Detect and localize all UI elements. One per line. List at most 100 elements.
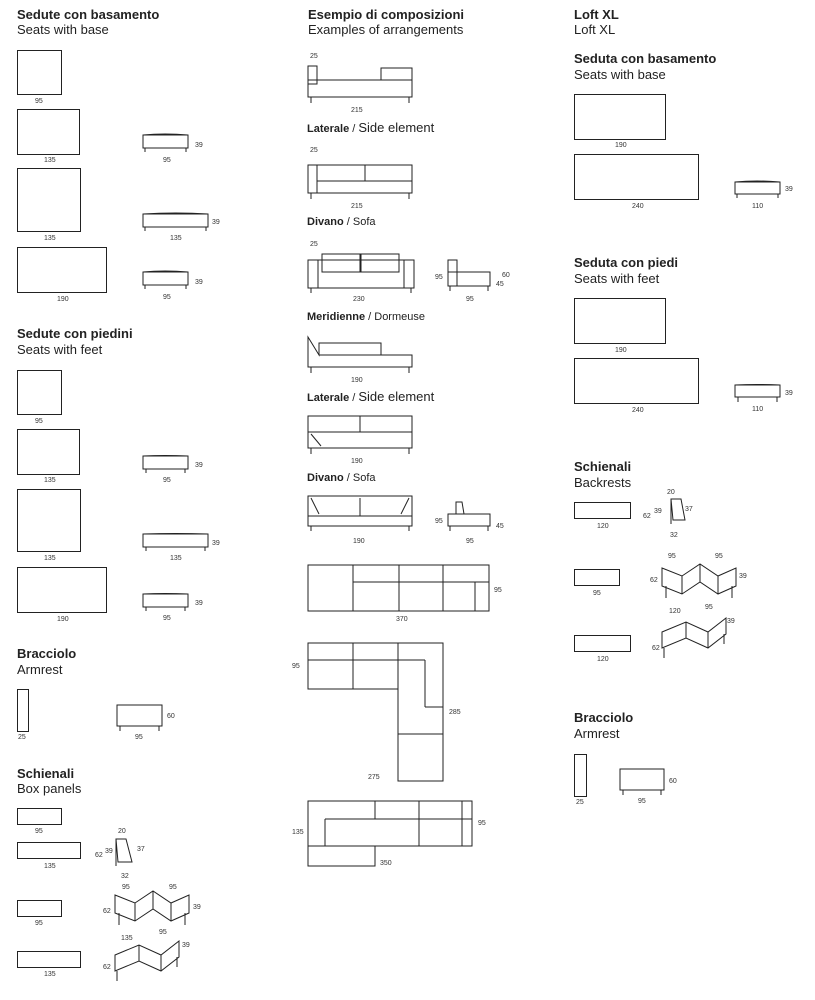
dim-label: 39 xyxy=(195,600,203,607)
dim-label: 39 xyxy=(212,219,220,226)
dim-label: 95 xyxy=(435,518,443,525)
dim-label: 39 xyxy=(654,508,662,515)
col3-backrest-title: Schienali xyxy=(574,459,632,474)
col3-feet-title: Seduta con piedi xyxy=(574,255,679,270)
col1-armrest-title: Bracciolo xyxy=(17,646,77,661)
dim-label: 32 xyxy=(121,873,129,880)
seat-plan-135-square xyxy=(17,489,81,552)
loft-seat-side-view xyxy=(734,180,781,198)
loft-backrest-profile xyxy=(670,498,686,524)
dim-label: 25 xyxy=(310,241,318,248)
col1-backrest-subtitle: Box panels xyxy=(17,781,82,796)
caption-laterale: Laterale / Side element xyxy=(307,120,435,135)
dim-label: 95 xyxy=(478,820,486,827)
backrest-plan-95 xyxy=(17,900,62,917)
dim-label: 190 xyxy=(615,142,627,149)
dim-label: 39 xyxy=(193,904,201,911)
dim-label: 62 xyxy=(95,852,103,859)
seat-plan-label: 135 xyxy=(44,235,56,242)
col3-base-title: Seduta con basamento xyxy=(574,51,717,66)
col2-subtitle: Examples of arrangements xyxy=(308,22,464,37)
seat-side-view xyxy=(142,270,189,289)
dim-label: 120 xyxy=(597,656,609,663)
dim-label: 39 xyxy=(182,942,190,949)
dim-label: 190 xyxy=(353,538,365,545)
example-meridienne xyxy=(307,335,413,373)
sofa-side-profile xyxy=(447,259,491,291)
loft-backrest-plan-95 xyxy=(574,569,620,586)
dim-label: 62 xyxy=(650,577,658,584)
seat-side-view-feet xyxy=(142,455,189,473)
seat-plan-label: 190 xyxy=(57,616,69,623)
example-sofa-chaise xyxy=(307,65,413,103)
dim-label: 37 xyxy=(685,506,693,513)
dim-label: 39 xyxy=(785,186,793,193)
sofa-side-profile-2 xyxy=(447,501,491,531)
dim-label: 25 xyxy=(310,147,318,154)
loft-seat-plan-190 xyxy=(574,94,666,140)
col3-armrest-title: Bracciolo xyxy=(574,710,634,725)
example-sofa xyxy=(307,253,415,293)
col3-subtitle: Loft XL xyxy=(574,22,616,37)
dim-label: 95 xyxy=(593,590,601,597)
dim-label: 95 xyxy=(638,798,646,805)
dim-label: 135 xyxy=(44,971,56,978)
col3-armrest-subtitle: Armrest xyxy=(574,726,620,741)
loft-seat-side-view-feet xyxy=(734,384,781,402)
dim-label: 39 xyxy=(195,462,203,469)
seat-plan-135 xyxy=(17,429,80,475)
dim-label: 95 xyxy=(494,587,502,594)
dim-label: 39 xyxy=(727,618,735,625)
seat-plan-label: 95 xyxy=(35,98,43,105)
dim-label: 230 xyxy=(353,296,365,303)
loft-armrest-side-view xyxy=(619,768,665,795)
col1-base-title: Sedute con basamento xyxy=(17,7,160,22)
dim-label: 60 xyxy=(502,272,510,279)
col3-title: Loft XL xyxy=(574,7,619,22)
dim-label: 95 xyxy=(169,884,177,891)
example-side-element xyxy=(307,164,413,199)
dim-label: 95 xyxy=(466,538,474,545)
dim-label: 135 xyxy=(121,935,133,942)
dim-label: 240 xyxy=(632,407,644,414)
backrest-plan-135 xyxy=(17,842,81,859)
dim-label: 39 xyxy=(739,573,747,580)
backrest-profile xyxy=(115,838,133,866)
plan-linear-arrangement xyxy=(307,564,490,612)
dim-label: 95 xyxy=(135,734,143,741)
dim-label: 370 xyxy=(396,616,408,623)
seat-plan-190 xyxy=(17,247,107,293)
dim-label: 215 xyxy=(351,203,363,210)
dim-label: 285 xyxy=(449,709,461,716)
dim-label: 95 xyxy=(35,828,43,835)
seat-side-view xyxy=(142,133,189,152)
loft-seat-plan-240 xyxy=(574,358,699,404)
dim-label: 62 xyxy=(652,645,660,652)
dim-label: 275 xyxy=(368,774,380,781)
dim-label: 62 xyxy=(103,964,111,971)
dim-label: 135 xyxy=(170,235,182,242)
seat-plan-95 xyxy=(17,50,62,95)
corner-backrest-view-long xyxy=(114,939,180,981)
seat-side-view xyxy=(142,212,209,231)
dim-label: 25 xyxy=(576,799,584,806)
dim-label: 45 xyxy=(496,281,504,288)
dim-label: 240 xyxy=(632,203,644,210)
dim-label: 60 xyxy=(167,713,175,720)
caption-laterale-2: Laterale / Side element xyxy=(307,389,435,404)
armrest-side-view xyxy=(116,704,163,731)
dim-label: 95 xyxy=(435,274,443,281)
dim-label: 95 xyxy=(715,553,723,560)
dim-label: 110 xyxy=(752,203,764,210)
col1-feet-title: Sedute con piedini xyxy=(17,326,133,341)
seat-plan-label: 95 xyxy=(35,418,43,425)
dim-label: 135 xyxy=(44,863,56,870)
caption-divano: Divano / Sofa xyxy=(307,216,376,228)
dim-label: 135 xyxy=(170,555,182,562)
dim-label: 60 xyxy=(669,778,677,785)
dim-label: 25 xyxy=(310,53,318,60)
example-side-element-2 xyxy=(307,415,413,454)
col3-backrest-subtitle: Backrests xyxy=(574,475,632,490)
dim-label: 135 xyxy=(292,829,304,836)
dim-label: 95 xyxy=(35,920,43,927)
